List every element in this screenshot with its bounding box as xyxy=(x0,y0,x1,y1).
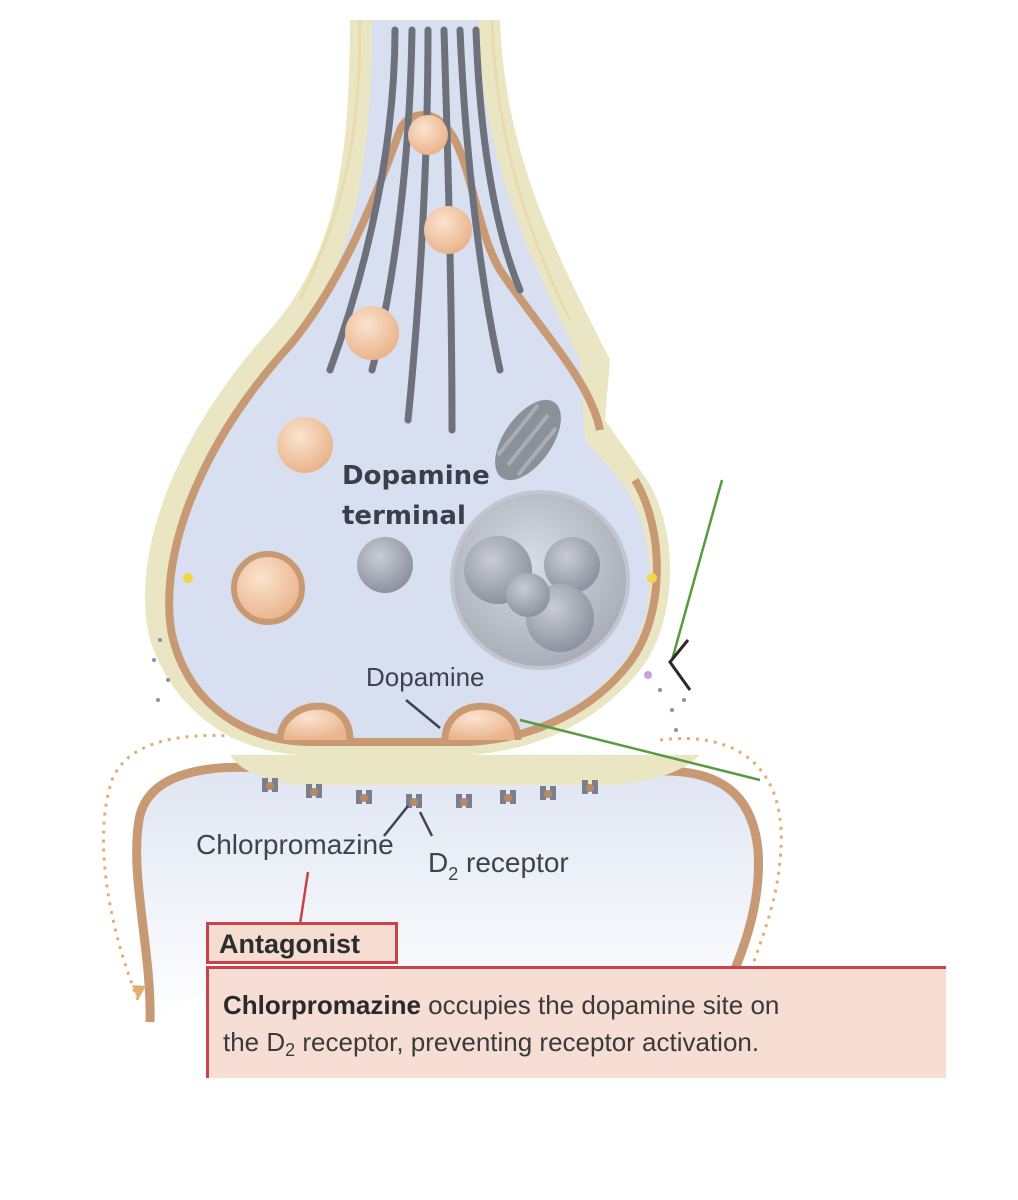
dopamine-terminal xyxy=(145,19,670,755)
callout-description: Chlorpromazine occupies the dopamine sit… xyxy=(206,966,946,1078)
label-dopamine-terminal-1: Dopamine xyxy=(342,461,490,491)
label-dopamine-terminal-2: terminal xyxy=(342,501,466,531)
callout-subscript: 2 xyxy=(285,1040,296,1060)
callout-text-1: occupies the dopamine site on xyxy=(420,990,780,1020)
label-dopamine: Dopamine xyxy=(366,662,485,692)
leader-lines xyxy=(298,479,761,925)
callout-text-3: receptor, preventing receptor activation… xyxy=(295,1027,760,1057)
d2-receptor-row xyxy=(262,778,598,808)
synaptic-cleft xyxy=(152,638,700,808)
callout-title: Antagonist xyxy=(206,922,398,964)
callout-text-2: the D xyxy=(223,1027,286,1057)
callout-bold-term: Chlorpromazine xyxy=(223,990,421,1020)
label-d2-receptor: D2 receptor xyxy=(428,847,569,884)
label-chlorpromazine: Chlorpromazine xyxy=(196,829,394,860)
